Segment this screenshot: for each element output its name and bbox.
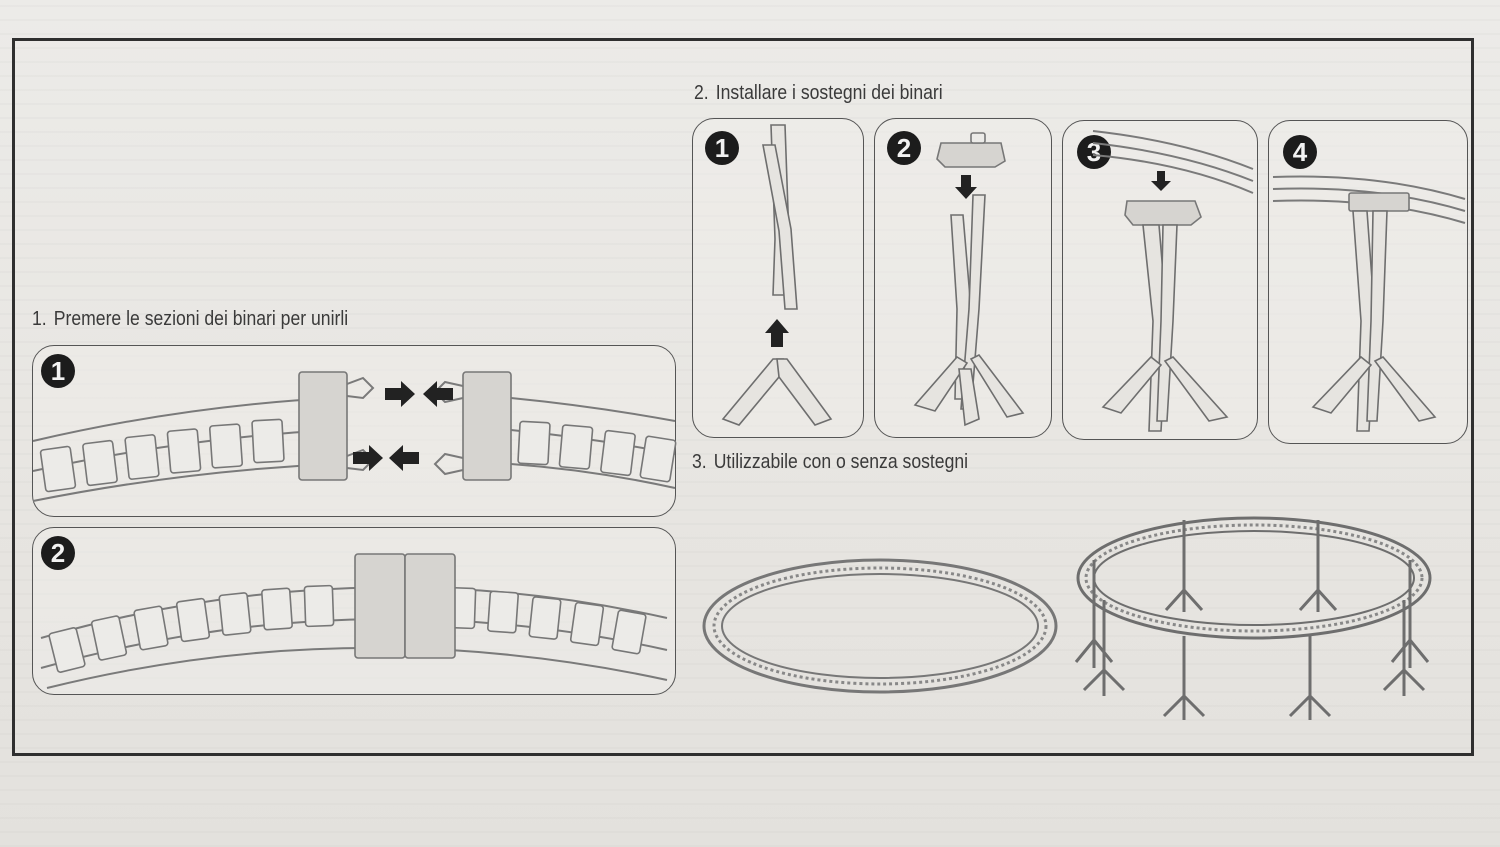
joined-track-ties [48, 584, 647, 673]
support-illustration-4 [1272, 175, 1466, 432]
step-badge-4: 4 [1283, 135, 1317, 169]
join-illustration-2 [40, 553, 668, 689]
joined-connector-right [404, 553, 456, 659]
step-badge-1: 1 [41, 354, 75, 388]
arrow-right-icon [353, 445, 383, 471]
arrow-right-icon [385, 381, 415, 407]
arrow-left-icon [423, 381, 453, 407]
left-connector [298, 371, 348, 481]
step-badge-2: 2 [41, 536, 75, 570]
arrow-up-icon [765, 319, 789, 347]
step-1-caption: 1. Premere le sezioni dei binari per unir… [32, 308, 348, 331]
join-illustration-1 [32, 371, 677, 502]
right-connector [462, 371, 512, 481]
arrow-down-icon [955, 175, 977, 199]
support-illustration-1 [721, 124, 833, 426]
join-panel-1: 1 [32, 345, 677, 517]
arrow-left-icon [389, 445, 419, 471]
step-2-caption: 2. Installare i sostegni dei binari [694, 82, 943, 105]
support-panel-3: 3 [1062, 120, 1258, 440]
track-clip [1124, 200, 1202, 226]
support-panel-4: 4 [1268, 120, 1468, 444]
step-badge-3: 3 [1077, 135, 1111, 169]
step-3-caption: 3. Utilizzabile con o senza sostegni [692, 451, 968, 474]
step-1-number: 1. [32, 308, 47, 330]
elevated-oval-track [1074, 516, 1432, 720]
support-panel-2: 2 [874, 118, 1052, 438]
step-badge-1: 1 [705, 131, 739, 165]
step-3-title: Utilizzabile con o senza sostegni [713, 451, 969, 473]
track-clip [936, 142, 1006, 168]
support-panel-1: 1 [692, 118, 864, 438]
step-3-number: 3. [692, 451, 707, 473]
step-1-title: Premere le sezioni dei binari per unirli [53, 308, 349, 330]
step-2-title: Installare i sostegni dei binari [715, 82, 943, 104]
step-2-number: 2. [694, 82, 709, 104]
arrow-down-icon [1151, 171, 1171, 191]
support-illustration-2 [913, 132, 1025, 427]
left-track-ties [39, 418, 285, 493]
join-panel-2: 2 [32, 527, 676, 695]
step-badge-2: 2 [887, 131, 921, 165]
outer-frame [12, 38, 1474, 756]
flat-oval-track [702, 558, 1058, 694]
support-illustration-3 [1092, 130, 1254, 432]
right-track-ties [517, 420, 677, 483]
